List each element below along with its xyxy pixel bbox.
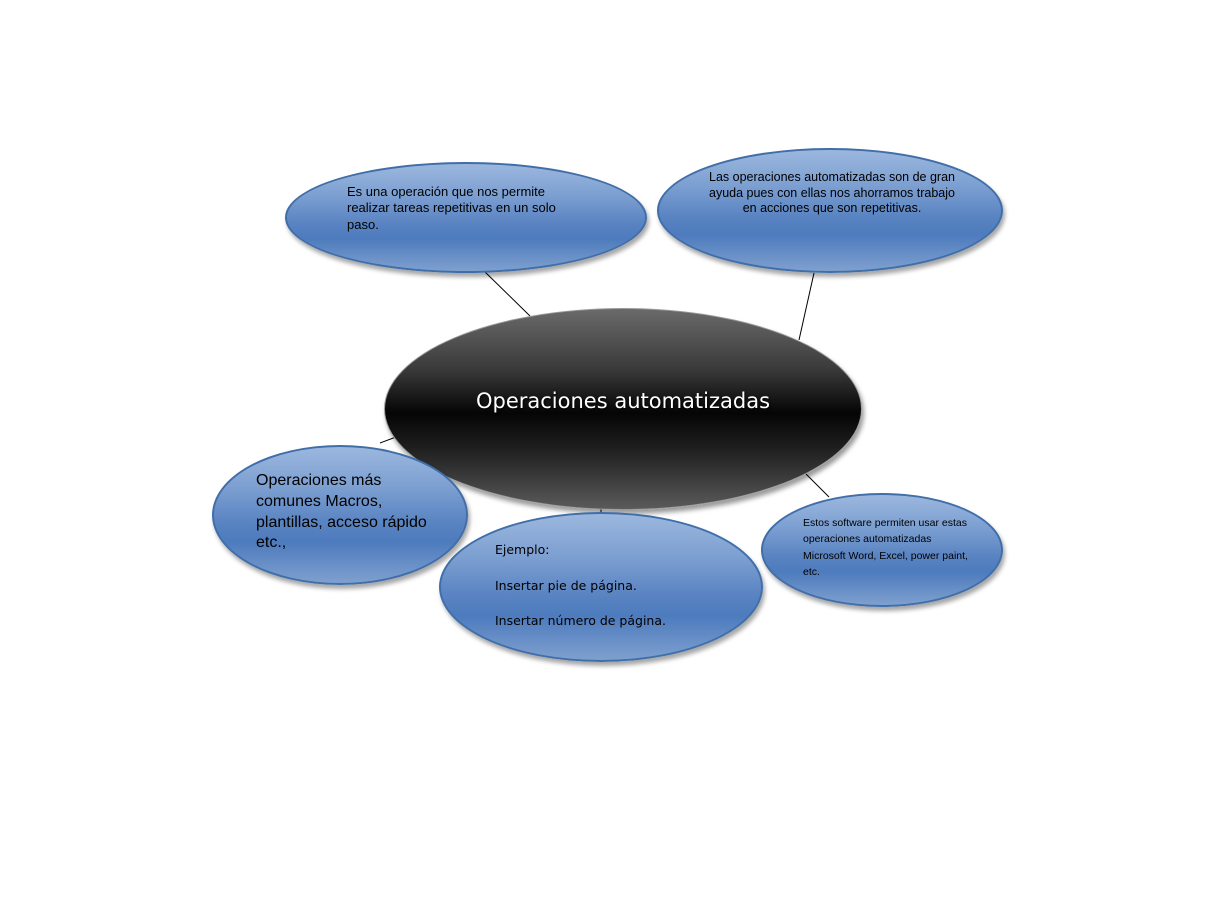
example-item-page-number: Insertar número de página. (495, 613, 666, 629)
connector-software (805, 473, 830, 498)
node-definition: Es una operación que nos permite realiza… (285, 162, 647, 273)
example-heading: Ejemplo: (495, 542, 550, 557)
connector-benefit (798, 272, 815, 341)
node-example: Ejemplo: Insertar pie de página. Inserta… (439, 512, 763, 662)
node-benefit: Las operaciones automatizadas son de gra… (657, 148, 1003, 273)
node-example-text: Ejemplo: Insertar pie de página. Inserta… (495, 542, 735, 649)
example-item-footer: Insertar pie de página. (495, 577, 637, 593)
node-software-text: Estos software permiten usar estas opera… (803, 517, 968, 578)
central-node: Operaciones automatizadas (384, 308, 862, 510)
node-definition-text: Es una operación que nos permite realiza… (347, 184, 556, 232)
node-benefit-text: Las operaciones automatizadas son de gra… (709, 170, 955, 216)
node-common-operations: Operaciones más comunes Macros, plantill… (212, 445, 468, 585)
node-software: Estos software permiten usar estas opera… (761, 493, 1003, 607)
central-node-title: Operaciones automatizadas (475, 389, 771, 413)
node-common-operations-text: Operaciones más comunes Macros, plantill… (256, 472, 427, 552)
connector-definition (483, 270, 531, 317)
